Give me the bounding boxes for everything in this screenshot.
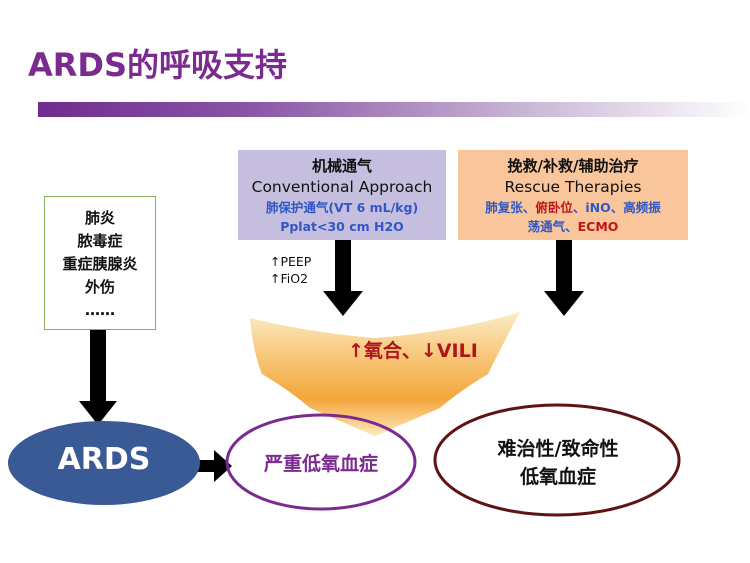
peep-fio2-note: ↑PEEP ↑FiO2 [270,253,311,287]
peep-label: ↑PEEP [270,254,312,269]
fio2-label: ↑FiO2 [270,271,309,286]
refractory-hypoxemia-ring [433,403,681,517]
rescue-oscillation: 荡通气、 [527,219,578,234]
severe-hypoxemia-label: 严重低氧血症 [263,453,378,475]
causes-box: 肺炎 脓毒症 重症胰腺炎 外伤 …… [44,196,156,330]
refractory-hypoxemia-label: 难治性/致命性 低氧血症 [468,435,648,491]
rescue-recruitment: 肺复张、 [485,200,536,215]
title-underline-bar [38,102,750,117]
rescue-ino-hfov: 、iNO、高频振 [572,200,661,215]
rescue-down-arrow [544,240,584,316]
rescue-prone: 俯卧位 [535,200,573,215]
converging-funnel-arrow [250,312,520,436]
slide-title: ARDS的呼吸支持 [28,46,288,84]
rescue-line-1: 肺复张、俯卧位、iNO、高频振 [458,198,688,217]
ards-label: ARDS [57,442,151,477]
conventional-lung-protective: 肺保护通气(VT 6 mL/kg) [265,200,419,215]
funnel-goal-text: ↑氧合、↓VILI [348,340,478,362]
conventional-pplat: Pplat<30 cm H2O [280,219,404,234]
conventional-title-cn: 机械通气 [311,157,372,175]
cause-pancreatitis: 重症胰腺炎 [62,255,138,273]
conventional-approach-box: 机械通气 Conventional Approach 肺保护通气(VT 6 mL… [238,150,446,240]
cause-ellipsis: …… [85,301,115,319]
rescue-ecmo: ECMO [577,219,619,234]
conventional-down-arrow [323,240,363,316]
cause-pneumonia: 肺炎 [84,209,115,227]
conventional-title-en: Conventional Approach [251,178,433,196]
cause-trauma: 外伤 [84,278,115,296]
refractory-line-2: 低氧血症 [519,466,596,488]
rescue-title-cn: 挽救/补救/辅助治疗 [507,157,639,175]
refractory-line-1: 难治性/致命性 [497,438,619,460]
severe-hypoxemia-ring [225,413,417,511]
rescue-line-2: 荡通气、ECMO [458,217,688,236]
rescue-therapies-box: 挽救/补救/辅助治疗 Rescue Therapies 肺复张、俯卧位、iNO、… [458,150,688,240]
rescue-title-en: Rescue Therapies [504,178,642,196]
cause-sepsis: 脓毒症 [77,232,123,250]
ards-ellipse [8,421,200,505]
causes-to-ards-arrow [79,330,117,425]
